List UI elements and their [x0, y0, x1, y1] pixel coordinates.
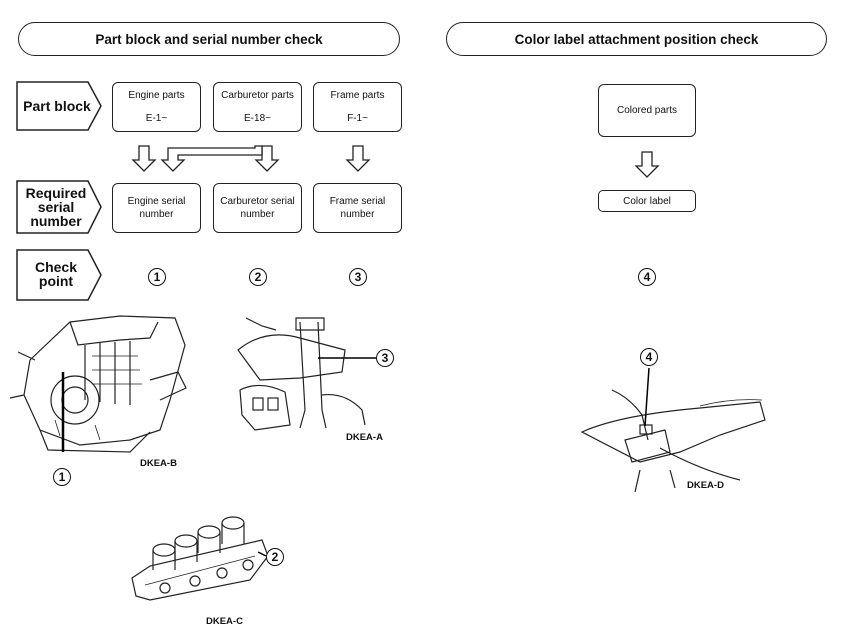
check-label-line1: Check — [34, 259, 78, 275]
carburetor-pointer-line — [257, 551, 267, 557]
frame-illustration — [237, 317, 366, 431]
serial-line1: Engine serial — [127, 196, 186, 207]
down-arrow-carburetor — [254, 145, 280, 172]
required-label-line3: number — [30, 213, 82, 229]
part-block-code: F-1~ — [347, 113, 368, 124]
carburetor-illustration — [131, 516, 269, 601]
color-label-text: Color label — [623, 195, 671, 207]
color-pointer-line — [644, 367, 650, 427]
part-block-name: Carburetor parts — [221, 90, 294, 101]
engine-illustration — [9, 315, 187, 453]
colored-parts-label: Colored parts — [616, 105, 678, 116]
serial-engine: Engine serial number — [112, 183, 201, 233]
part-block-name: Frame parts — [330, 90, 385, 101]
part-block-tag — [16, 81, 102, 131]
callout-frame-3: 3 — [376, 349, 394, 367]
callout-engine-1: 1 — [53, 468, 71, 486]
check-point-tag — [16, 249, 102, 301]
check-point-3: 3 — [349, 268, 367, 286]
part-block-carburetor: Carburetor parts E-18~ — [213, 82, 302, 132]
serial-line2: number — [340, 209, 375, 220]
part-block-name: Engine parts — [128, 90, 185, 101]
callout-carburetor-2: 2 — [266, 548, 284, 566]
required-serial-tag — [16, 180, 102, 234]
down-arrow-engine — [131, 145, 157, 172]
part-block-code: E-1~ — [145, 113, 168, 124]
bent-arrow-carb-to-engine — [160, 145, 263, 172]
callout-color-4: 4 — [640, 348, 658, 366]
serial-line1: Carburetor serial — [220, 196, 295, 207]
color-label-box: Color label — [598, 190, 696, 212]
down-arrow-color — [634, 151, 660, 178]
part-block-label: Part block — [23, 98, 91, 114]
header-color-label-check: Color label attachment position check — [446, 22, 827, 56]
header-part-block-check: Part block and serial number check — [18, 22, 400, 56]
serial-line1: Frame serial — [329, 196, 386, 207]
serial-line2: number — [139, 209, 174, 220]
serial-frame: Frame serial number — [313, 183, 402, 233]
check-label-line2: point — [38, 273, 74, 289]
required-label-line2: serial — [37, 199, 75, 215]
check-point-2: 2 — [249, 268, 267, 286]
color-illustration — [580, 389, 766, 493]
part-block-code: E-18~ — [244, 113, 271, 124]
check-point-4: 4 — [638, 268, 656, 286]
colored-parts-box: Colored parts — [598, 84, 696, 137]
down-arrow-frame — [345, 145, 371, 172]
serial-line2: number — [240, 209, 275, 220]
caption-carburetor: DKEA-C — [206, 616, 243, 627]
required-label-line1: Required — [25, 185, 87, 201]
serial-carburetor: Carburetor serial number — [213, 183, 302, 233]
caption-frame: DKEA-A — [346, 432, 383, 443]
caption-engine: DKEA-B — [140, 458, 177, 469]
part-block-engine: Engine parts E-1~ — [112, 82, 201, 132]
check-point-1: 1 — [148, 268, 166, 286]
part-block-frame: Frame parts F-1~ — [313, 82, 402, 132]
caption-color: DKEA-D — [687, 480, 724, 491]
